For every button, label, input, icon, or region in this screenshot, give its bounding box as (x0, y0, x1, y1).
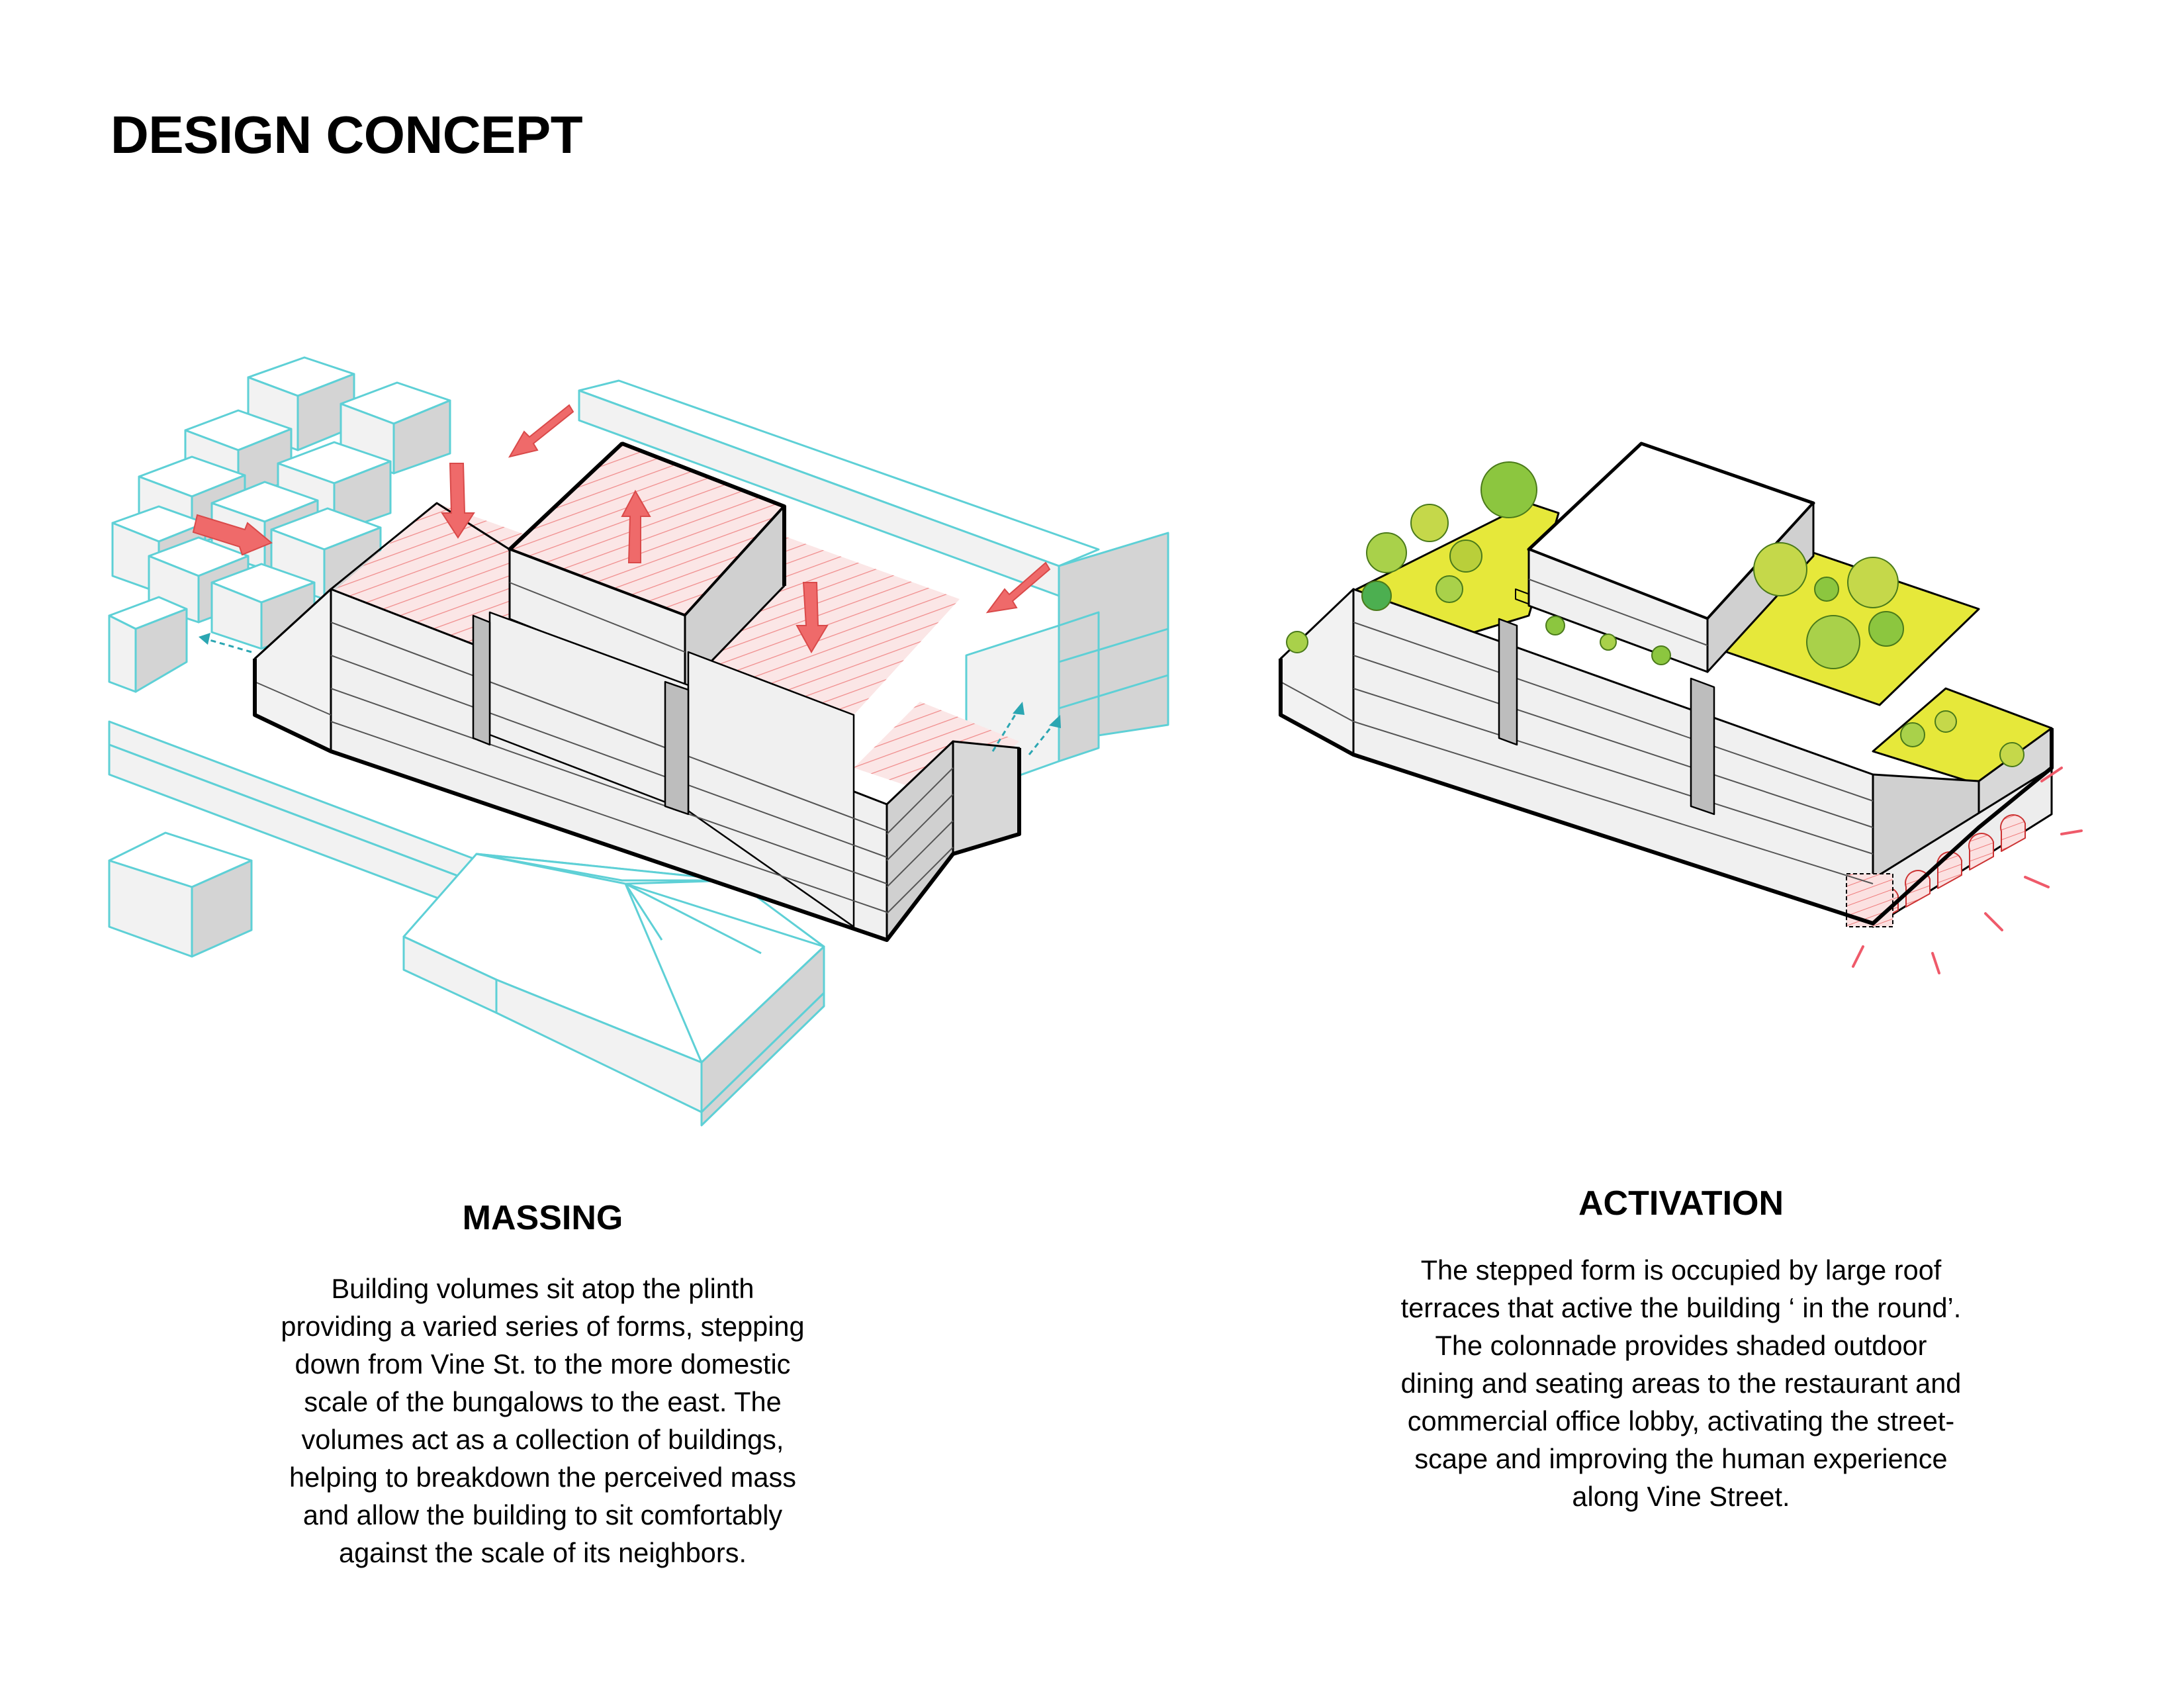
tree-icon (1651, 645, 1671, 665)
dashed-flow-arrows (205, 637, 1057, 755)
massing-diagram (108, 356, 1169, 1127)
tree-icon (1410, 504, 1449, 542)
tree-icon (1900, 722, 1925, 747)
tree-icon (1806, 615, 1860, 669)
tree-icon (1435, 575, 1463, 603)
tree-icon (1286, 631, 1308, 653)
arrow-icon (985, 561, 1051, 614)
massing-line: against the scale of its neighbors. (339, 1537, 747, 1568)
activation-line: scape and improving the human experience (1414, 1443, 1948, 1474)
massing-arrows (192, 404, 1051, 654)
massing-line: scale of the bungalows to the east. The (304, 1386, 782, 1417)
page-title: DESIGN CONCEPT (111, 105, 583, 164)
massing-line: and allow the building to sit comfortabl… (302, 1499, 783, 1530)
massing-line: volumes act as a collection of buildings… (301, 1424, 784, 1455)
activation-description: The stepped form is occupied by large ro… (1350, 1251, 2012, 1515)
roof-trees (1286, 461, 2025, 767)
arrow-icon (192, 514, 273, 556)
activation-line: commercial office lobby, activating the … (1407, 1405, 1955, 1436)
massing-line: down from Vine St. to the more domestic (295, 1348, 791, 1380)
massing-building (253, 442, 1021, 942)
activation-rays (1852, 767, 2083, 974)
arrow-icon (508, 404, 574, 458)
bungalow (108, 596, 188, 693)
activation-line: The stepped form is occupied by large ro… (1420, 1254, 1942, 1286)
arrow-icon (441, 463, 475, 539)
tree-icon (1868, 611, 1904, 647)
tree-icon (1753, 542, 1807, 596)
tree-icon (1449, 539, 1482, 573)
tree-icon (1934, 710, 1957, 733)
tree-icon (1814, 577, 1839, 602)
massing-line: providing a varied series of forms, step… (281, 1311, 805, 1342)
activation-diagram (1279, 442, 2083, 974)
massing-description: Building volumes sit atop the plinth pro… (218, 1270, 867, 1571)
activation-line: terraces that active the building ‘ in t… (1400, 1292, 1962, 1323)
activation-line: along Vine Street. (1572, 1481, 1790, 1512)
context-street (108, 720, 498, 921)
massing-line: Building volumes sit atop the plinth (331, 1273, 754, 1304)
tree-icon (1366, 532, 1407, 573)
tree-icon (1847, 557, 1899, 608)
massing-line: helping to breakdown the perceived mass (289, 1462, 796, 1493)
activation-line: The colonnade provides shaded outdoor (1435, 1330, 1927, 1361)
massing-title: MASSING (462, 1199, 623, 1237)
tree-icon (1545, 616, 1565, 635)
arrow-icon (796, 582, 829, 654)
tree-icon (1600, 633, 1617, 651)
context-small-block (108, 831, 253, 958)
context-hip-roof-building (402, 853, 825, 1127)
activation-building (1279, 442, 2054, 928)
activation-title: ACTIVATION (1578, 1184, 1784, 1223)
tree-icon (1361, 581, 1392, 611)
tree-icon (1999, 742, 2025, 767)
activation-line: dining and seating areas to the restaura… (1400, 1368, 1962, 1399)
arrow-icon (621, 489, 651, 563)
tree-icon (1480, 461, 1537, 518)
